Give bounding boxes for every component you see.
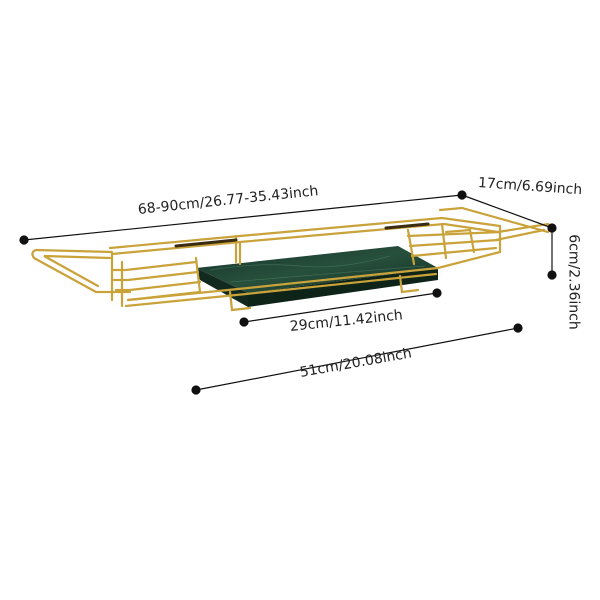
gold-wire-frame — [31, 206, 552, 312]
height-label: 6cm/2.36inch — [565, 234, 582, 330]
dimension-lines — [19, 190, 557, 395]
